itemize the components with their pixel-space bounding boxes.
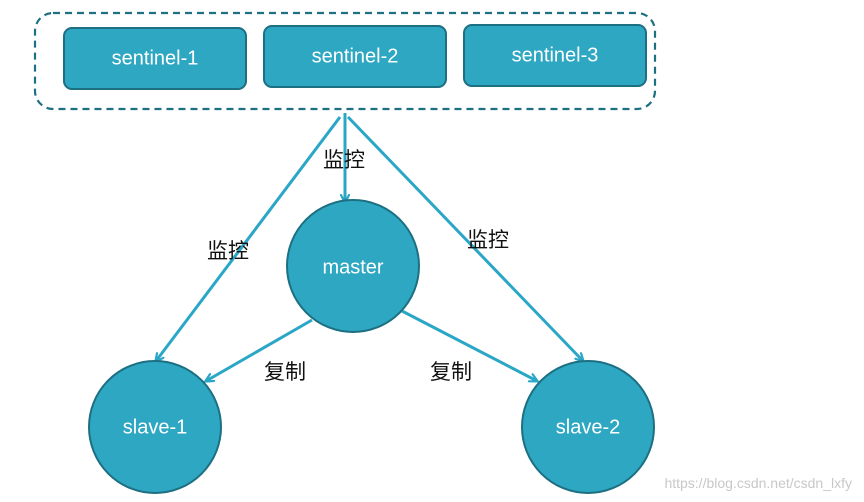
sentinel-node-3[interactable]: sentinel-3 bbox=[463, 24, 647, 87]
slave-node-2[interactable]: slave-2 bbox=[521, 360, 655, 494]
replicate-arrow-left bbox=[206, 318, 313, 381]
replicate-label-right: 复制 bbox=[430, 360, 472, 384]
watermark-text: https://blog.csdn.net/csdn_lxfy bbox=[664, 475, 852, 491]
monitor-arrow-right bbox=[346, 115, 583, 361]
slave-2-label: slave-2 bbox=[556, 416, 620, 438]
monitor-label-right: 监控 bbox=[467, 228, 509, 252]
sentinel-node-2[interactable]: sentinel-2 bbox=[263, 25, 447, 88]
sentinel-1-label: sentinel-1 bbox=[112, 47, 199, 69]
sentinel-2-label: sentinel-2 bbox=[312, 45, 399, 67]
slave-node-1[interactable]: slave-1 bbox=[88, 360, 222, 494]
monitor-label-center: 监控 bbox=[323, 148, 365, 172]
replicate-arrow-right bbox=[401, 309, 537, 381]
sentinel-group-border bbox=[33, 11, 657, 111]
monitor-arrow-left bbox=[156, 116, 342, 361]
monitor-label-left: 监控 bbox=[207, 239, 249, 263]
master-node[interactable]: master bbox=[286, 199, 420, 333]
sentinel-node-1[interactable]: sentinel-1 bbox=[63, 27, 247, 90]
sentinel-3-label: sentinel-3 bbox=[512, 44, 599, 66]
master-label: master bbox=[322, 256, 383, 278]
slave-1-label: slave-1 bbox=[123, 416, 187, 438]
replicate-label-left: 复制 bbox=[264, 360, 306, 384]
